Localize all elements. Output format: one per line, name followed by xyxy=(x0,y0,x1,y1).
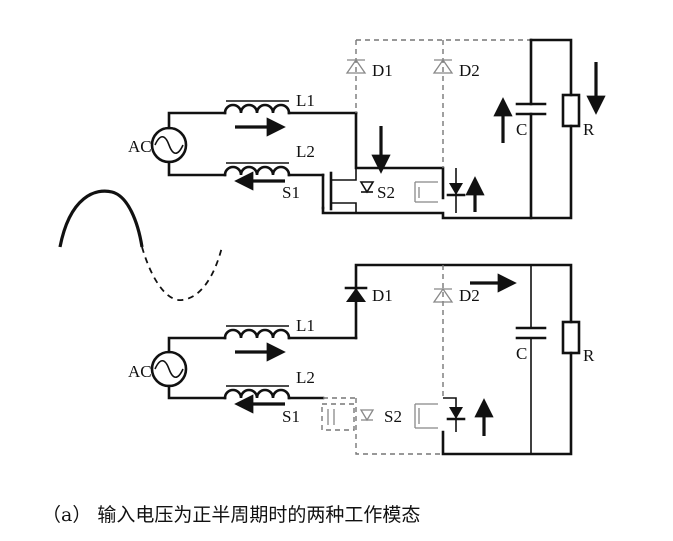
l2-label: L2 xyxy=(296,142,315,161)
resistor-r xyxy=(561,320,581,355)
wire-l1-switch xyxy=(354,111,445,200)
inductor-l1 xyxy=(223,100,358,115)
diode-s2-body xyxy=(443,397,466,432)
c-label: C xyxy=(516,344,527,363)
switch-s2 xyxy=(414,403,438,429)
diode-d2 xyxy=(432,58,454,74)
capacitor-c xyxy=(515,102,547,116)
l2-label: L2 xyxy=(296,368,315,387)
wire-ac-top xyxy=(167,111,227,130)
r-label: R xyxy=(583,346,595,365)
inductor-l2 xyxy=(223,162,325,177)
switch-s2 xyxy=(414,181,438,203)
ac-label: AC xyxy=(128,362,152,381)
r-label: R xyxy=(583,120,595,139)
ac-source xyxy=(150,350,188,388)
c-label: C xyxy=(516,120,527,139)
s1-label: S1 xyxy=(282,183,300,202)
diode-d2 xyxy=(432,287,454,303)
capacitor-c xyxy=(515,265,547,454)
diode-d1 xyxy=(345,58,367,74)
ac-source xyxy=(150,126,188,164)
d1-label: D1 xyxy=(372,286,393,305)
wire-ac-top xyxy=(167,336,227,354)
figure-caption: （a） 输入电压为正半周期时的两种工作模态 xyxy=(42,504,420,526)
s2-label: S2 xyxy=(377,183,395,202)
inductor-l1 xyxy=(223,325,358,340)
s2-label: S2 xyxy=(384,407,402,426)
sine-waveform xyxy=(58,189,223,301)
switch-s1 xyxy=(321,397,375,431)
switch-s1 xyxy=(321,168,375,213)
ac-label: AC xyxy=(128,137,152,156)
wire-return-rail xyxy=(321,206,533,220)
s1-label: S1 xyxy=(282,407,300,426)
diode-d1 xyxy=(344,286,368,302)
wire-ac-bottom xyxy=(167,384,227,400)
sine-positive-half xyxy=(58,189,144,248)
wire-output-top xyxy=(529,38,573,97)
wire-output-bottom xyxy=(529,38,573,220)
diode-s2-body xyxy=(446,168,466,213)
circuit-mode-1: AC L1 L2 S1 S2 xyxy=(128,38,606,220)
inductor-l2 xyxy=(223,385,325,400)
sine-negative-half xyxy=(141,246,223,301)
wire-return-rail xyxy=(441,351,573,456)
resistor-r xyxy=(561,93,581,128)
l1-label: L1 xyxy=(296,316,315,335)
wire-ac-bottom xyxy=(167,160,227,177)
circuit-mode-2: AC L1 L2 D1 D2 xyxy=(128,263,595,456)
d2-label: D2 xyxy=(459,61,480,80)
wire-inactive-return xyxy=(355,398,443,455)
l1-label: L1 xyxy=(296,91,315,110)
d2-label: D2 xyxy=(459,286,480,305)
wire-inactive-diodes xyxy=(355,39,530,168)
d1-label: D1 xyxy=(372,61,393,80)
